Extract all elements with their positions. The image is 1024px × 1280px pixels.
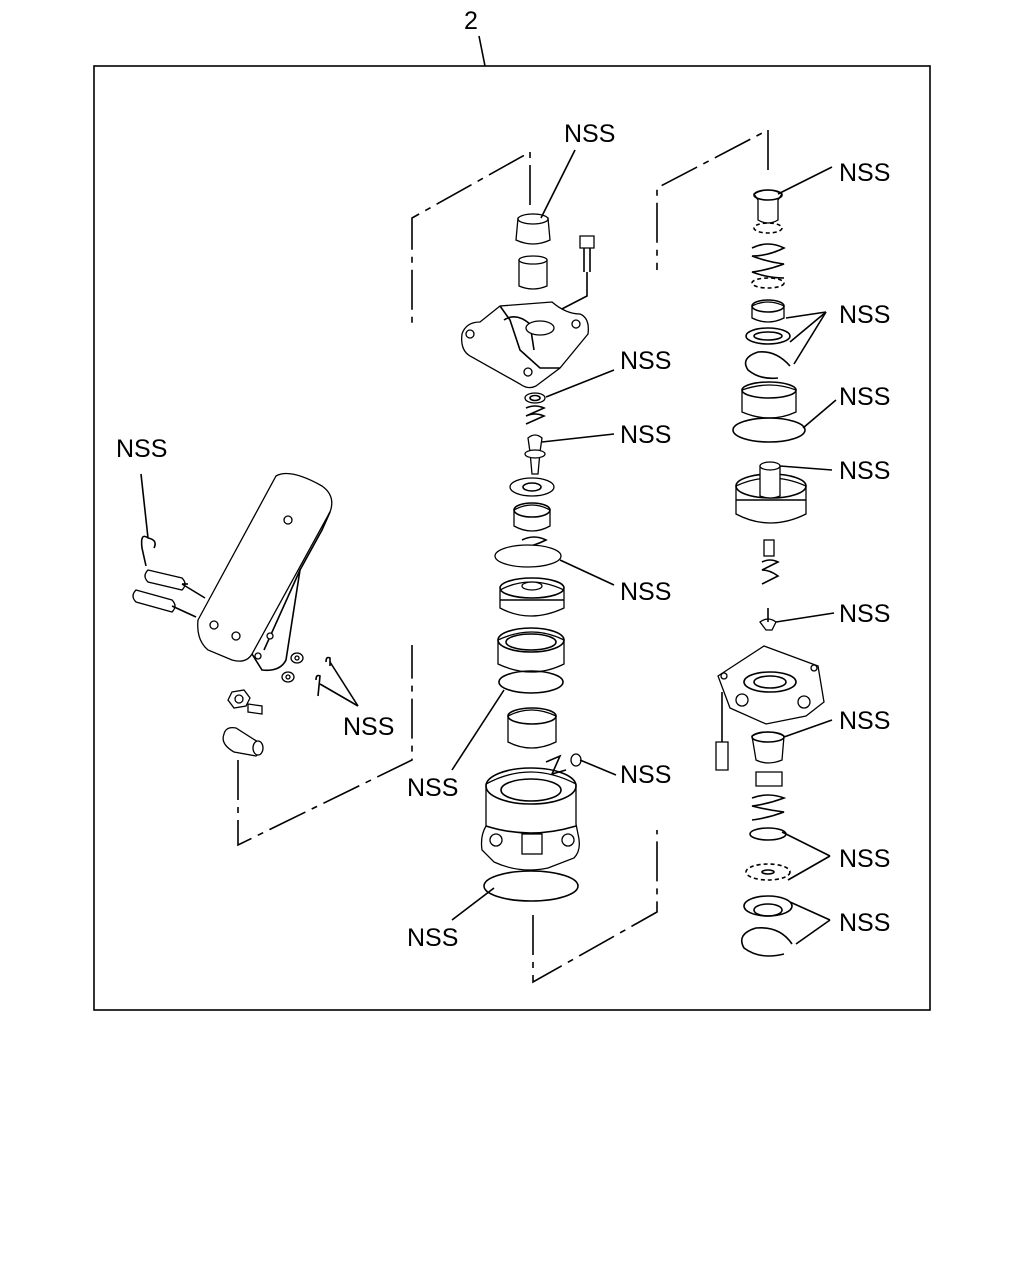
small-o-ring <box>524 392 546 404</box>
cup <box>741 384 797 419</box>
body-screw <box>715 741 729 771</box>
nss-label: NSS <box>839 159 890 187</box>
assembly-frame <box>93 65 931 1011</box>
nss-label: NSS <box>839 301 890 329</box>
small-spring-right <box>761 559 780 585</box>
right-body <box>717 645 825 725</box>
retaining-clip <box>140 535 149 567</box>
ref-number-leader <box>478 35 486 67</box>
valve-seat <box>513 504 551 532</box>
lock-pin <box>545 754 567 776</box>
lower-seal <box>749 827 787 841</box>
pivot-pin-upper <box>144 569 186 591</box>
nss-label: NSS <box>839 457 890 485</box>
nss-label: NSS <box>620 578 671 606</box>
piston-o-ring <box>494 544 562 568</box>
lower-snap-ring <box>740 927 793 957</box>
sleeve-o-ring <box>498 670 564 694</box>
right-column-parts <box>715 189 825 957</box>
lower-washer <box>745 863 791 881</box>
snap-ring <box>744 350 791 380</box>
cup-o-ring <box>732 417 806 443</box>
lower-boot <box>751 731 785 764</box>
right-valve <box>759 618 777 631</box>
nss-label: NSS <box>564 120 615 148</box>
small-spring <box>525 405 546 425</box>
cotter-pin-1 <box>325 656 331 666</box>
adjust-bolt <box>247 703 263 715</box>
nss-label: NSS <box>620 421 671 449</box>
nss-label: NSS <box>343 713 394 741</box>
small-pin <box>763 539 775 557</box>
nss-labels: NSS NSS NSS NSS NSS NSS NSS NSS NSS NSS … <box>116 120 890 952</box>
nss-label: NSS <box>116 435 167 463</box>
lower-body <box>480 771 580 871</box>
bushing <box>507 709 557 749</box>
pedal-assembly <box>132 472 333 757</box>
plunger <box>518 259 548 290</box>
lower-cup <box>743 895 793 917</box>
nss-label: NSS <box>620 347 671 375</box>
nss-label: NSS <box>620 761 671 789</box>
nss-label: NSS <box>839 383 890 411</box>
right-spring <box>751 243 786 279</box>
nss-label: NSS <box>407 924 458 952</box>
leader-lines <box>140 149 837 945</box>
spring-retainer <box>509 477 555 497</box>
pin-plug <box>570 753 582 767</box>
middle-column-parts <box>461 213 595 902</box>
nss-label: NSS <box>839 845 890 873</box>
right-boot <box>753 189 783 224</box>
body-o-ring <box>483 870 579 902</box>
piston <box>499 581 565 617</box>
body-port <box>521 833 543 855</box>
upper-cover <box>461 301 589 389</box>
nss-label: NSS <box>839 909 890 937</box>
lower-spring <box>751 794 787 821</box>
pivot-pin-lower <box>132 589 176 613</box>
cotter-pin-2 <box>315 674 321 697</box>
cover-screw <box>579 235 595 249</box>
nss-label: NSS <box>407 774 458 802</box>
alignment-lines <box>237 128 769 984</box>
right-o-ring-small <box>745 327 791 345</box>
nss-label: NSS <box>839 600 890 628</box>
pedal-pad <box>197 472 333 662</box>
assembly-ref-number: 2 <box>464 7 478 35</box>
nss-label: NSS <box>839 707 890 735</box>
